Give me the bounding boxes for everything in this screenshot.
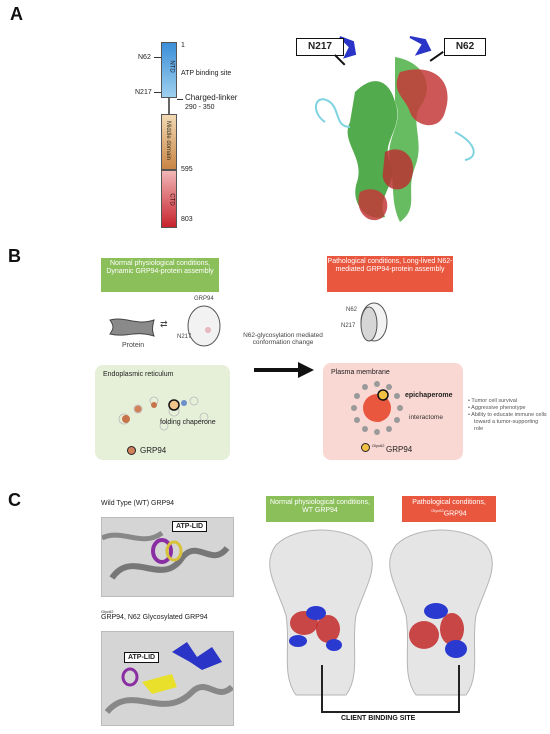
ctd-segment: CTD — [161, 170, 177, 228]
client-binding-structures — [269, 529, 493, 696]
n217-tick — [154, 92, 161, 93]
structure-red-chain — [358, 69, 448, 221]
er-network-illustration — [118, 396, 209, 431]
structure-cyan-loops — [315, 98, 475, 161]
patho-box-suffix: GRP94 — [443, 510, 467, 518]
outcome-list: • Tumor cell survival • Aggressive pheno… — [468, 398, 548, 433]
linker-tick — [177, 99, 183, 100]
n217-marker-label: N217 — [135, 89, 152, 96]
client-binding-site-label: CLIENT BINDING SITE — [341, 715, 416, 722]
patho-box-sup: Glyc62 — [431, 508, 444, 513]
transition-arrow-icon — [254, 362, 314, 378]
middle-label: Middle domain — [165, 120, 172, 161]
normal-wt-box: Normal physiological conditions, WT GRP9… — [266, 496, 374, 522]
glyc-legend-label: GRP94 — [386, 445, 413, 454]
bracket-left-line — [321, 665, 323, 713]
normal-conditions-box: Normal physiological conditions, Dynamic… — [101, 258, 219, 292]
glyc-structure — [389, 529, 493, 696]
outcome-item: • Tumor cell survival — [468, 398, 517, 404]
interactome-label: interactome — [409, 414, 443, 421]
glyc-grp94-legend-icon — [361, 443, 370, 452]
glyc-legend-superscript: Glyc62 — [372, 443, 385, 448]
er-box — [95, 365, 230, 460]
atp-lid-callout-glyc: ATP-LID — [124, 652, 160, 663]
pos595-label: 595 — [181, 166, 193, 173]
outcome-item: • Ability to educate immune cells toward… — [468, 412, 547, 432]
conformation-change-text: N62-glycosylation mediated conformation … — [243, 332, 323, 346]
n217-left-label: N217 — [177, 334, 192, 340]
wt-grp94-structure-image — [101, 517, 234, 597]
n62-tick — [154, 57, 161, 58]
n62-right-label: N62 — [346, 307, 358, 313]
pos1-label: 1 — [181, 42, 185, 49]
ctd-label: CTD — [168, 193, 175, 206]
glyc-grp94-structure-image — [101, 631, 234, 726]
grp94-legend-icon — [127, 446, 136, 455]
wt-structure — [269, 529, 373, 696]
outcome-text: Aggressive phenotype — [471, 405, 526, 411]
wt-grp94-label: Wild Type (WT) GRP94 — [101, 500, 174, 507]
protein-shape — [109, 318, 155, 337]
atp-site-label: ATP binding site — [181, 70, 232, 77]
pos803-label: 803 — [181, 216, 193, 223]
epichaperome-illustration — [351, 381, 403, 435]
pathological-conditions-box: Pathological conditions, Long-lived N62-… — [327, 256, 453, 292]
panel-a-letter: A — [10, 4, 23, 24]
grp94-legend-label: GRP94 — [140, 446, 167, 455]
plasma-membrane-title: Plasma membrane — [331, 369, 390, 376]
pathological-glyc-box: Pathological conditions, Glyc62GRP94 — [402, 496, 496, 522]
linker-range: 290 - 350 — [185, 104, 215, 111]
structure-blue-glycans — [339, 36, 432, 59]
glyc-label-superscript: Glyc62 — [101, 609, 114, 614]
outcome-text: Ability to educate immune cells toward a… — [471, 412, 547, 432]
ntd-segment: NTD — [161, 42, 177, 98]
folding-chaperone-label: folding chaperone — [160, 419, 216, 426]
protein-label: Protein — [122, 342, 145, 349]
exchange-arrows-icon: ⇄ — [160, 319, 168, 329]
bracket-bottom-line — [321, 711, 459, 713]
epichaperome-label: epichaperome — [405, 392, 453, 399]
er-title: Endoplasmic reticulum — [103, 371, 174, 378]
glyc-structure-drawing — [102, 632, 233, 725]
n62-marker-label: N62 — [138, 54, 151, 61]
outcome-text: Tumor cell survival — [471, 398, 517, 404]
linker-line — [168, 98, 170, 114]
grp94-shape-pathological — [360, 302, 388, 342]
glyc-grp94-label: GRP94, N62 Glycosylated GRP94 — [101, 614, 208, 621]
linker-label: Charged-linker — [185, 93, 238, 102]
panel-c-letter: C — [8, 490, 21, 510]
domain-bar: NTD Middle domain CTD — [161, 42, 177, 228]
wt-structure-drawing — [102, 518, 233, 596]
n217-callout: N217 — [296, 38, 344, 56]
grp94-shape-normal — [187, 305, 221, 347]
grp94-structure-illustration — [315, 36, 475, 222]
ntd-label: NTD — [168, 60, 175, 73]
patho-box-prefix: Pathological conditions, — [412, 499, 486, 506]
plasma-membrane-box — [323, 363, 463, 460]
n62-callout: N62 — [444, 38, 486, 56]
atp-lid-callout-wt: ATP-LID — [172, 521, 208, 532]
grp94-top-label: GRP94 — [194, 296, 214, 302]
bracket-right-line — [458, 665, 460, 713]
middle-segment: Middle domain — [161, 114, 177, 170]
panel-b-letter: B — [8, 246, 21, 266]
n217-right-label: N217 — [341, 323, 356, 329]
outcome-item: • Aggressive phenotype — [468, 405, 526, 411]
